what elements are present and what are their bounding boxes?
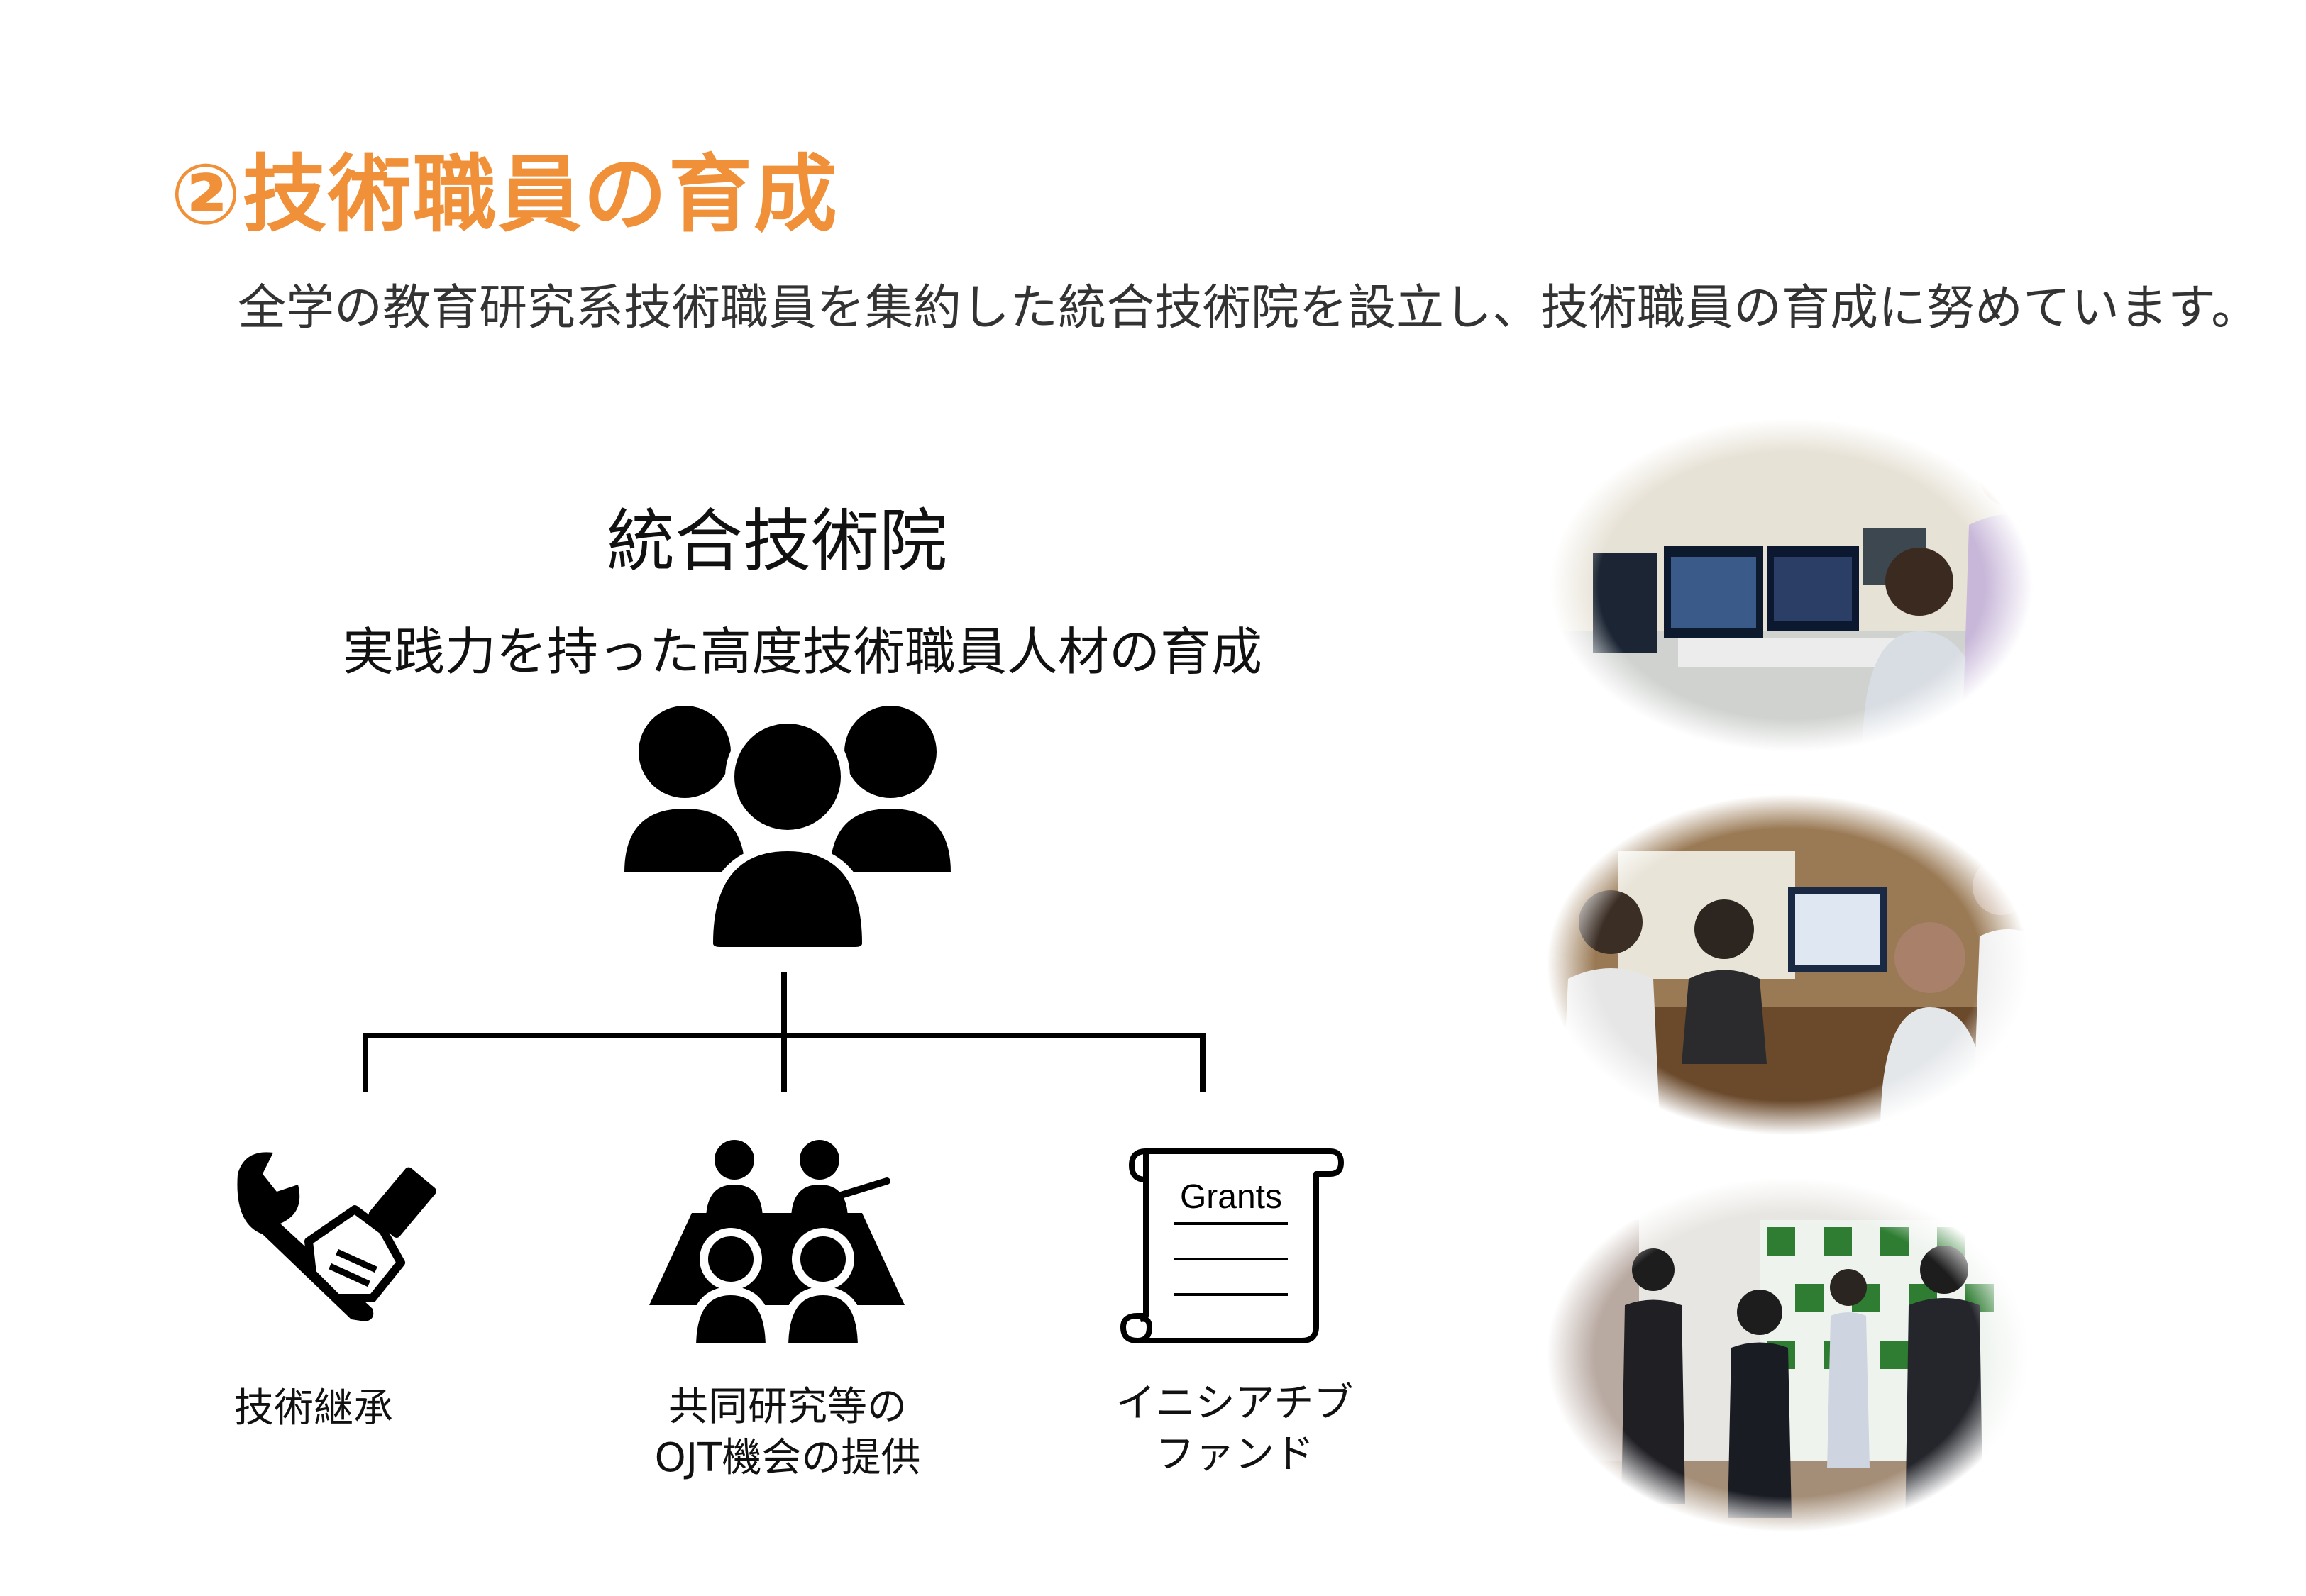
pillar-label-technical-succession: 技術継承	[234, 1385, 393, 1431]
wrench-hand-icon	[237, 1152, 436, 1321]
pillar-label-ojt-line1: 共同研究等の	[668, 1384, 907, 1430]
tree-connector	[363, 972, 1206, 1092]
pillar-label-initiative-fund: イニシアチブ ファンド	[1050, 1378, 1419, 1480]
page-subtitle: 全学の教育研究系技術職員を集約した統合技術院を設立し、技術職員の育成に努めていま…	[238, 280, 2260, 336]
page-title: ②技術職員の育成	[170, 145, 839, 243]
organization-mission: 実践力を持った高度技術職員人材の育成	[343, 622, 1263, 682]
photo-visitors-group	[1547, 1177, 2029, 1532]
pillar-label-ojt-line2: OJT機会の提供	[654, 1435, 921, 1481]
grants-scroll-text: Grants	[1180, 1178, 1282, 1216]
photo-meeting-room	[1547, 794, 2036, 1135]
meeting-presentation-icon	[649, 1140, 905, 1352]
pillar-label-ojt: 共同研究等の OJT機会の提供	[603, 1382, 972, 1484]
photo-lab-monitors	[1550, 419, 2047, 752]
grants-scroll-icon: Grants	[1120, 1148, 1344, 1343]
pillar-label-initiative-line2: ファンド	[1155, 1431, 1314, 1478]
group-people-icon	[624, 706, 951, 951]
pillar-label-initiative-line1: イニシアチブ	[1115, 1380, 1354, 1426]
organization-name: 統合技術院	[607, 501, 947, 581]
